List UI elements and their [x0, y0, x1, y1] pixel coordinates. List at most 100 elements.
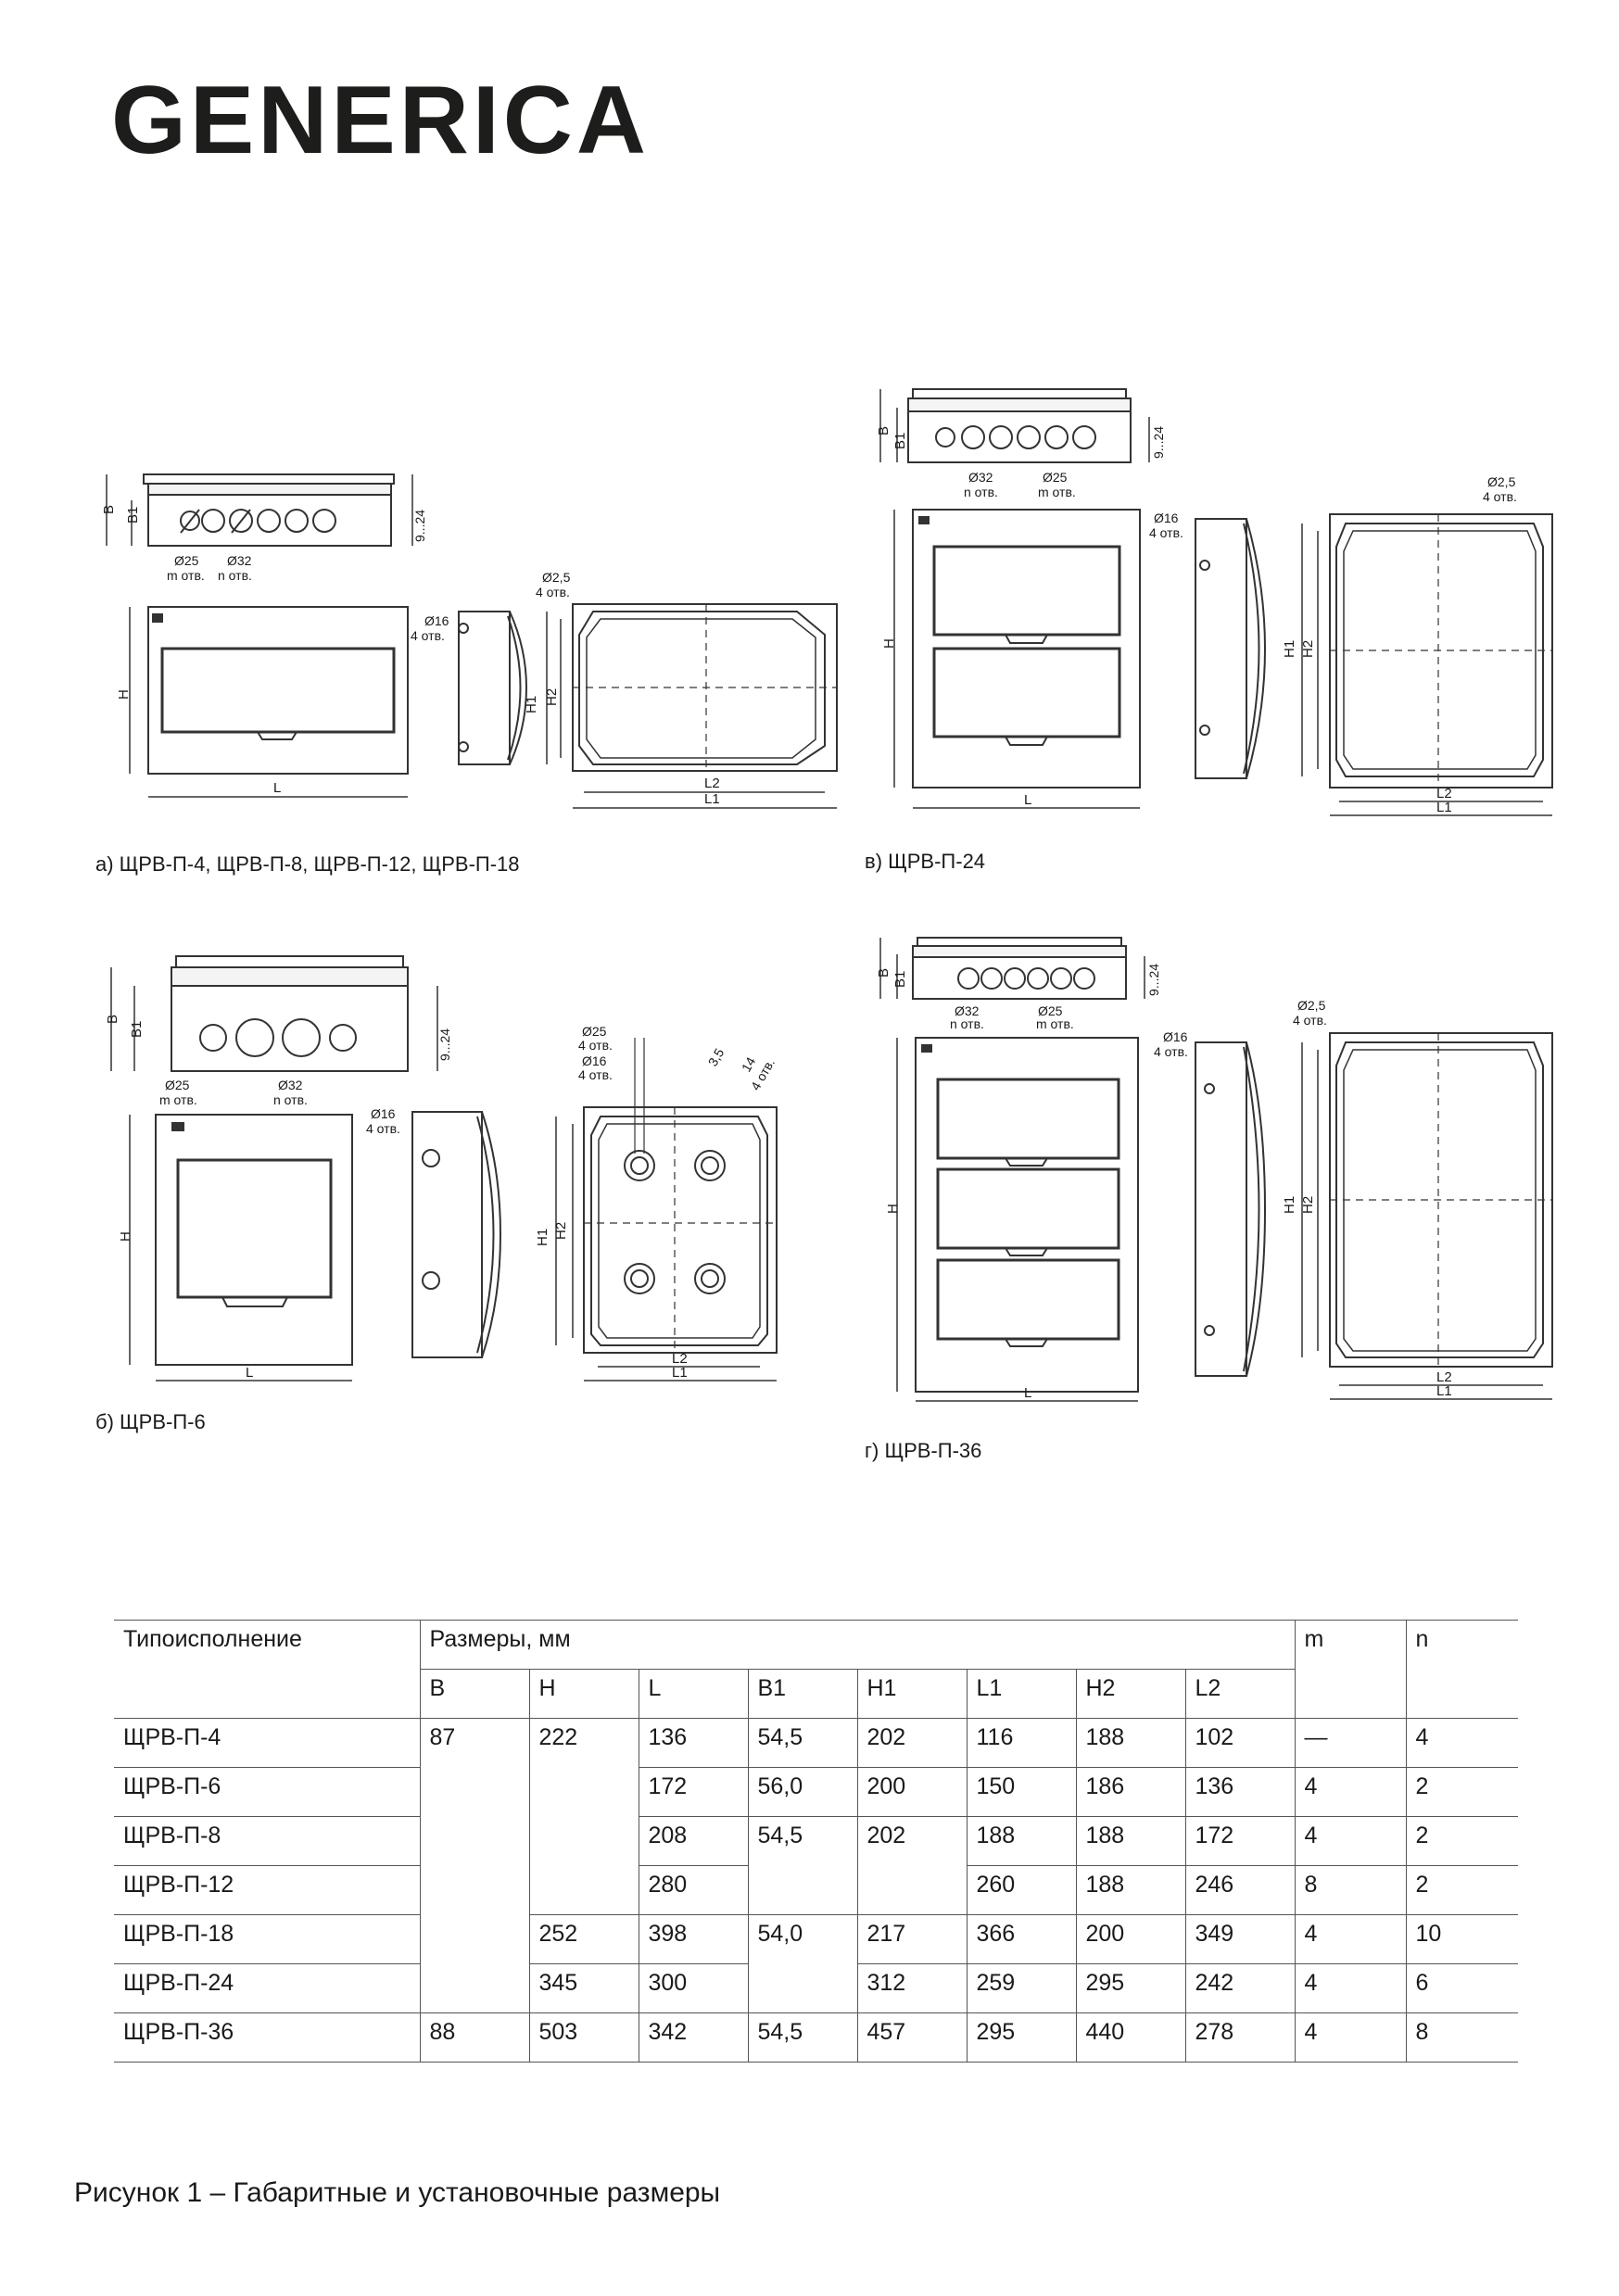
cell-m: 4	[1294, 2012, 1406, 2063]
subheader-l2: L2	[1184, 1669, 1295, 1719]
top-view	[110, 955, 438, 1072]
cell-h1: 202	[856, 1816, 967, 1915]
label-l2: L2	[672, 1351, 688, 1367]
cell-h1: 200	[856, 1767, 967, 1817]
label-d16-top: Ø16	[582, 1053, 607, 1068]
label-d32: Ø32	[968, 470, 993, 485]
label-holes4-a: 4 отв.	[578, 1038, 613, 1053]
cell-h: 503	[528, 2012, 639, 2063]
label-range: 9...24	[412, 510, 427, 542]
cell-b1: 54,5	[747, 2012, 857, 2063]
label-holes4: 4 отв.	[366, 1121, 400, 1136]
subheader-l1: L1	[966, 1669, 1076, 1719]
label-l1: L1	[1436, 1383, 1452, 1399]
label-d32: Ø32	[227, 553, 252, 568]
label-h1: H1	[535, 1229, 550, 1246]
caption-a: а) ЩРВ-П-4, ЩРВ-П-8, ЩРВ-П-12, ЩРВ-П-18	[95, 852, 520, 876]
label-l: L	[1024, 1385, 1031, 1401]
label-d16: Ø16	[1154, 511, 1179, 525]
cell-h2: 295	[1075, 1963, 1185, 2013]
label-h1: H1	[1282, 1196, 1297, 1214]
label-l2: L2	[704, 776, 720, 791]
cell-h2: 200	[1075, 1914, 1185, 1964]
table-row: ЩРВ-П-12 280 260 188 246 8 2	[114, 1865, 1518, 1915]
label-holes4: 4 отв.	[1149, 525, 1183, 540]
side-view	[1195, 518, 1267, 779]
label-l: L	[273, 780, 281, 796]
label-d16: Ø16	[371, 1106, 396, 1121]
label-h1: H1	[524, 696, 539, 713]
label-d32: Ø32	[278, 1078, 303, 1092]
cell-l1: 259	[966, 1963, 1076, 2013]
brand-logo: GENERICA	[111, 67, 650, 174]
label-d2-5: Ø2,5	[542, 570, 571, 585]
header-sizes: Размеры, мм	[419, 1620, 1295, 1670]
label-b: B	[876, 426, 892, 435]
cell-b1: 56,0	[747, 1767, 857, 1817]
cell-l1: 188	[966, 1816, 1076, 1866]
back-view	[1301, 1032, 1553, 1400]
cell-l2: 349	[1184, 1914, 1295, 1964]
table-row: ЩРВ-П-24 345 300 312 259 295 242 4 6	[114, 1963, 1518, 2013]
cell-variant: ЩРВ-П-24	[114, 1963, 420, 2013]
label-holes4-back: 4 отв.	[1483, 489, 1517, 504]
label-d16: Ø16	[1163, 1029, 1188, 1044]
cell-l1: 366	[966, 1914, 1076, 1964]
cell-l: 172	[638, 1767, 748, 1817]
table-row: ЩРВ-П-6 172 56,0 200 150 186 136 4 2	[114, 1767, 1518, 1817]
cell-l2: 278	[1184, 2012, 1295, 2063]
top-view	[879, 388, 1150, 463]
drawing-v: B B1 9...24 Ø32 Ø25 n отв. m отв. H L Ø1…	[871, 380, 1594, 825]
label-h2: H2	[553, 1222, 569, 1240]
subheader-h: H	[528, 1669, 639, 1719]
label-holes4-back: 4 отв.	[536, 585, 570, 599]
drawing-b: B B1 9...24 Ø25 Ø32 m отв. n отв. H L Ø1…	[93, 945, 853, 1390]
label-h: H	[881, 638, 897, 649]
label-b1: B1	[125, 507, 141, 524]
label-h2: H2	[544, 688, 560, 706]
label-n-holes: n отв.	[273, 1092, 308, 1107]
side-view	[411, 1111, 502, 1358]
cell-m: 4	[1294, 1816, 1406, 1866]
cell-m: 4	[1294, 1963, 1406, 2013]
label-d32: Ø32	[955, 1003, 980, 1018]
side-view	[1195, 1041, 1267, 1377]
label-holes4: 4 отв.	[1154, 1044, 1188, 1059]
cell-h1: 217	[856, 1914, 967, 1964]
table-header-row: Типоисполнение Размеры, мм m n	[114, 1620, 1518, 1719]
label-h2: H2	[1300, 1196, 1316, 1214]
label-n-holes: n отв.	[218, 568, 252, 583]
table-row: ЩРВ-П-4 87 222 136 54,5 202 116 188 102 …	[114, 1718, 1518, 2013]
caption-g: г) ЩРВ-П-36	[865, 1439, 982, 1462]
label-h: H	[116, 689, 132, 700]
cell-l: 208	[638, 1816, 748, 1866]
cell-variant: ЩРВ-П-8	[114, 1816, 420, 1866]
figure-caption: Рисунок 1 – Габаритные и установочные ра…	[74, 2177, 721, 2208]
back-view	[555, 1038, 778, 1381]
label-l1: L1	[704, 791, 720, 807]
cell-l: 398	[638, 1914, 748, 1964]
dimensions-table: Типоисполнение Размеры, мм m n B H L B1 …	[114, 1620, 1518, 2063]
front-view	[129, 1114, 353, 1381]
label-h: H	[118, 1231, 133, 1242]
caption-b: б) ЩРВ-П-6	[95, 1410, 206, 1433]
front-view	[896, 1037, 1139, 1402]
cell-h1: 457	[856, 2012, 967, 2063]
header-variant: Типоисполнение	[114, 1620, 420, 1719]
cell-h2: 186	[1075, 1767, 1185, 1817]
table-row: ЩРВ-П-18 252 398 54,0 217 366 200 349 4 …	[114, 1914, 1518, 2013]
cell-variant: ЩРВ-П-12	[114, 1865, 420, 1915]
label-h: H	[885, 1204, 901, 1214]
cell-l: 136	[638, 1718, 748, 1768]
cell-b1: 54,5	[747, 1718, 857, 1768]
table-row: ЩРВ-П-8 208 54,5 202 188 188 172 4 2	[114, 1816, 1518, 1915]
drawing-a: B B1 9...24 Ø25 Ø32 m отв. n отв. H L Ø1…	[93, 463, 853, 834]
cell-l2: 136	[1184, 1767, 1295, 1817]
cell-b: 87	[419, 1718, 529, 2013]
caption-v: в) ЩРВ-П-24	[865, 850, 986, 873]
cell-h2: 188	[1075, 1865, 1185, 1915]
top-view	[106, 473, 413, 547]
label-b: B	[105, 1015, 120, 1024]
label-m-holes: m отв.	[167, 568, 205, 583]
label-d16: Ø16	[424, 613, 449, 628]
